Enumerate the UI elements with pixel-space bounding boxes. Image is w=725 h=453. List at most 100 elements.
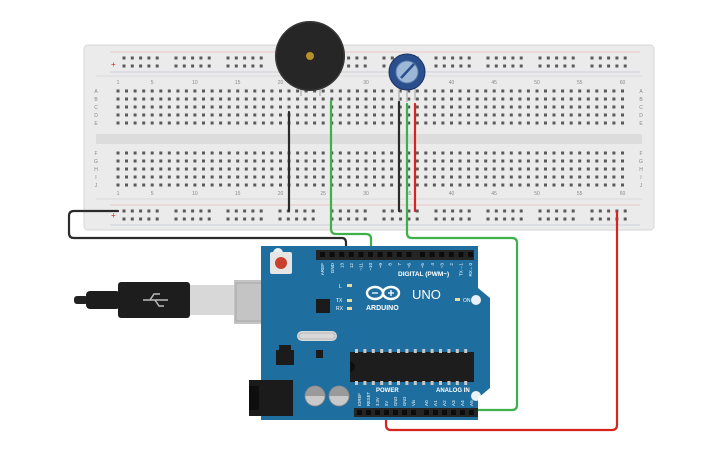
digital-label: DIGITAL (PWM~) xyxy=(398,271,449,278)
arduino-model: UNO xyxy=(412,287,441,302)
red-wire-5v[interactable] xyxy=(384,210,619,432)
column-number: 15 xyxy=(235,80,241,86)
row-letter: C xyxy=(639,105,643,111)
atmega-chip xyxy=(350,349,474,385)
arduino-brand: ARDUINO xyxy=(366,305,399,312)
electrolytic-capacitors xyxy=(304,385,350,407)
analog-pin-label: A0 xyxy=(424,400,429,406)
reset-button[interactable] xyxy=(270,252,292,274)
row-letter: J xyxy=(95,183,98,189)
led-rx-label: RX xyxy=(336,306,344,312)
row-letter: I xyxy=(95,175,96,181)
column-number: 15 xyxy=(235,191,241,197)
arduino-logo-icon xyxy=(365,285,401,301)
column-number: 1 xyxy=(117,80,120,86)
dc-power-jack xyxy=(249,380,293,416)
row-letter: G xyxy=(94,159,98,165)
black-wire-gnd[interactable] xyxy=(67,209,348,254)
analog-label: ANALOG IN xyxy=(436,388,470,394)
column-number: 10 xyxy=(192,191,198,197)
column-number: 5 xyxy=(151,80,154,86)
voltage-regulator xyxy=(276,350,294,365)
column-number: 25 xyxy=(320,191,326,197)
piezo-buzzer[interactable] xyxy=(275,21,345,96)
row-letter: I xyxy=(640,175,641,181)
digital-pin-label: 8 xyxy=(387,263,392,266)
column-number: 10 xyxy=(192,80,198,86)
arduino-logo-symbols xyxy=(372,290,394,296)
usb-interface-chip xyxy=(316,299,330,313)
digital-pin-label: 2 xyxy=(449,263,454,266)
analog-pin-label: A4 xyxy=(460,400,465,406)
green-wire-pot-wiper[interactable] xyxy=(405,102,519,412)
row-letter: H xyxy=(94,167,98,173)
row-letter: C xyxy=(94,105,98,111)
breadboard: 1155101015152020252530303535404045455050… xyxy=(83,44,655,231)
analog-header xyxy=(420,408,478,417)
digital-pin-label: AREF xyxy=(320,263,325,275)
column-number: 30 xyxy=(363,191,369,197)
green-wire-buzzer-signal[interactable] xyxy=(329,99,373,254)
column-number: 60 xyxy=(620,80,626,86)
row-letter: F xyxy=(94,151,97,157)
power-pin-label: RESET xyxy=(366,392,371,406)
analog-pin-label: A3 xyxy=(451,400,456,406)
digital-pin-label: 13 xyxy=(339,263,344,269)
row-letter: J xyxy=(640,183,643,189)
column-number: 20 xyxy=(278,80,284,86)
led-rx xyxy=(347,307,352,310)
digital-pin-label: 7 xyxy=(397,263,402,266)
power-pin-label: IOREF xyxy=(357,393,362,406)
row-letter: E xyxy=(639,121,643,127)
column-number: 20 xyxy=(278,191,284,197)
usb-symbol-icon xyxy=(143,293,168,307)
column-number: 1 xyxy=(117,191,120,197)
digital-header xyxy=(316,250,474,260)
column-number: 40 xyxy=(449,80,455,86)
row-letter: D xyxy=(94,113,98,119)
row-letter: H xyxy=(639,167,643,173)
pot-knob-indicator xyxy=(400,63,415,79)
power-rail-lines xyxy=(110,51,640,226)
column-number: 40 xyxy=(449,191,455,197)
breadboard-holes xyxy=(116,56,627,221)
led-l xyxy=(347,284,352,287)
row-letter: F xyxy=(639,151,642,157)
power-pin-label: GND xyxy=(402,397,407,406)
crystal-oscillator xyxy=(297,331,337,341)
column-number: 50 xyxy=(534,191,540,197)
usb-cable[interactable] xyxy=(74,280,292,324)
row-letter: A xyxy=(94,89,98,95)
digital-pin-label: ~6 xyxy=(407,263,412,269)
led-tx xyxy=(347,299,352,302)
column-number: 35 xyxy=(406,191,412,197)
power-pin-label: 3.3V xyxy=(375,397,380,406)
column-number: 45 xyxy=(491,80,497,86)
digital-pin-label: ~3 xyxy=(439,263,444,269)
digital-pin-label: ~11 xyxy=(359,263,364,271)
rail-plus-label-bottom: + xyxy=(111,211,116,220)
column-number: 45 xyxy=(491,191,497,197)
digital-pin-label: ~9 xyxy=(378,263,383,269)
capacitor-small xyxy=(316,350,323,358)
digital-pin-label: TX→1 xyxy=(459,263,464,276)
row-letter: A xyxy=(639,89,643,95)
column-number: 55 xyxy=(577,191,583,197)
column-number: 30 xyxy=(363,80,369,86)
potentiometer[interactable] xyxy=(388,53,426,102)
digital-pin-label: 12 xyxy=(349,263,354,269)
column-number: 5 xyxy=(151,191,154,197)
power-label: POWER xyxy=(376,388,399,394)
led-tx-label: TX xyxy=(336,298,343,304)
on-label: ON xyxy=(463,298,471,304)
digital-pin-label: ~10 xyxy=(368,263,373,271)
bottom-header-sockets xyxy=(357,410,474,415)
power-pin-label: GND xyxy=(393,397,398,406)
column-number: 55 xyxy=(577,80,583,86)
